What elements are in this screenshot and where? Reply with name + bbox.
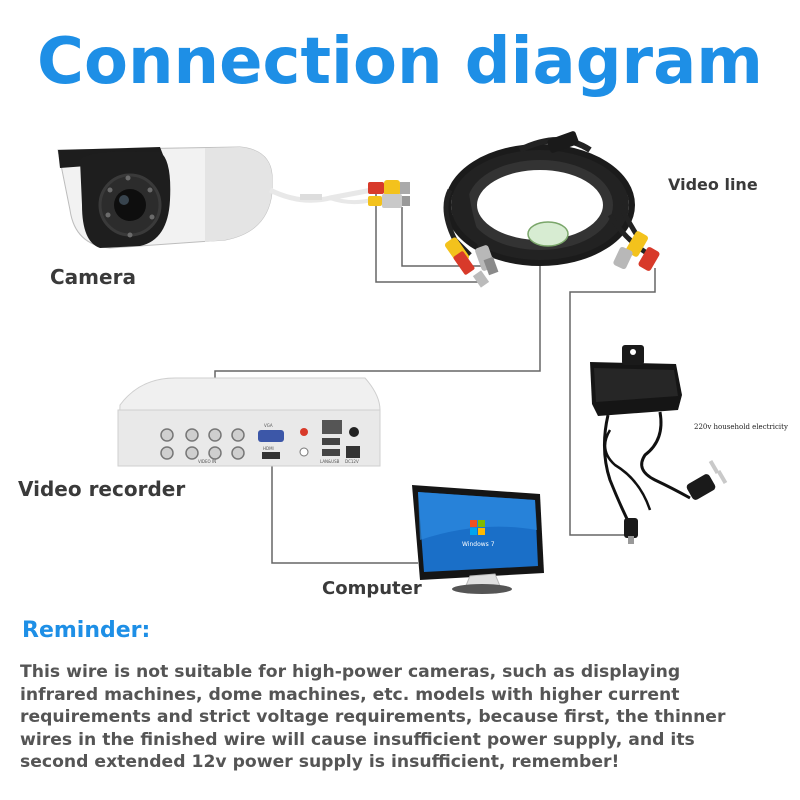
computer-label: Computer [322,578,422,599]
page-title: Connection diagram [37,25,763,99]
wall-plug-icon [686,459,728,500]
line-cable-to-power [569,268,656,536]
camera-icon [57,146,373,249]
dvr-video-in-label: VIDEO IN [198,459,216,464]
power-adapter-icon [590,345,728,544]
windows-logo-icon [470,520,485,535]
line-recorder-to-computer [271,462,418,564]
video-line-label: Video line [668,175,758,194]
computer-monitor-icon [412,485,544,594]
line-camera-video-to-cable [401,207,484,267]
camera-plug-video [368,194,410,208]
cable-coil-icon [443,131,652,266]
dvr-lan-label: LAN&USB [320,459,340,464]
camera-label: Camera [50,265,136,289]
line-camera-power-to-cable [375,192,486,283]
camera-plug-power [368,180,410,196]
video-recorder-icon [117,377,381,467]
reminder-title: Reminder: [22,618,151,643]
dvr-hdmi-label: HDMI [263,446,274,451]
reminder-line: second extended 12v power supply is insu… [20,752,620,772]
video-recorder-label: Video recorder [18,477,186,501]
reminder-text: This wire is not suitable for high-power… [20,661,790,774]
power-supply-label: 220v household electricity [694,423,788,431]
cable-connector-left [444,237,499,288]
cable-connector-right [613,231,660,271]
dvr-dc-label: DC12V [345,459,359,464]
reminder-line: infrared machines, dome machines, etc. m… [20,684,680,705]
reminder-line: requirements and strict voltage requirem… [20,707,726,727]
reminder-line: wires in the finished wire will cause in… [20,729,695,750]
monitor-os-label: Windows 7 [462,541,495,548]
reminder-line: This wire is not suitable for high-power… [20,662,681,682]
dvr-vga-label: VGA [264,423,273,428]
